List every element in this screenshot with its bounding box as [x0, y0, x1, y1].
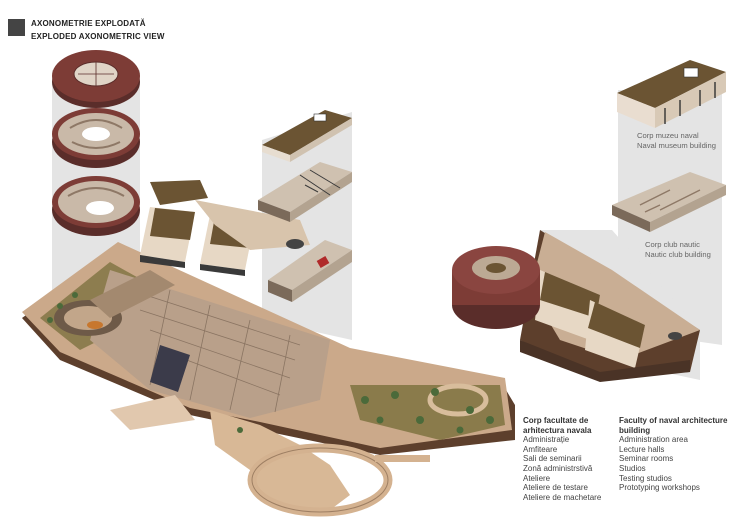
site-grass [350, 385, 505, 440]
faculty-en-item: Administration area [619, 435, 688, 445]
faculty-english-legend: Faculty of naval architecture building A… [619, 416, 727, 493]
park-ring [427, 383, 489, 417]
faculty-ro-title-1: Corp facultate de [523, 416, 589, 425]
club-caption-ro: Corp club nautic [645, 240, 700, 249]
faculty-romanian-legend: Corp facultate de arhitectura navala Adm… [523, 416, 601, 502]
faculty-ro-item: Ateliere de testare [523, 483, 588, 493]
title-romanian: AXONOMETRIE EXPLODATĂ [31, 19, 146, 28]
faculty-ro-item: Sali de seminarii [523, 454, 582, 464]
faculty-en-item: Testing studios [619, 473, 672, 483]
title-english: EXPLODED AXONOMETRIC VIEW [31, 32, 165, 41]
naval-museum-building [617, 60, 726, 128]
faculty-en-title-2: building [619, 425, 651, 435]
legend-swatch [8, 19, 25, 36]
faculty-ro-item: Ateliere de machetare [523, 492, 602, 502]
faculty-en-item: Lecture halls [619, 444, 665, 454]
faculty-ro-item: Zonă administrstivă [523, 463, 593, 473]
club-caption: Corp club nautic Nautic club building [645, 240, 711, 260]
museum-caption: Corp muzeu naval Naval museum building [637, 131, 716, 151]
faculty-en-item: Prototyping workshops [619, 483, 700, 493]
nautic-club-building [612, 172, 726, 232]
central-building-levels [258, 110, 352, 302]
museum-caption-ro: Corp muzeu naval [637, 131, 699, 140]
circular-tower-levels [52, 50, 140, 236]
faculty-ro-title-2: arhitectura navala [523, 425, 592, 435]
plaza-path [210, 410, 350, 512]
central-hall [150, 345, 190, 392]
faculty-ro-item: Administrație [523, 435, 570, 445]
trees [47, 292, 494, 434]
faculty-en-item: Seminar rooms [619, 454, 674, 464]
faculty-floorplan [90, 270, 330, 418]
faculty-en-title-1: Faculty of naval architecture [619, 416, 728, 425]
museum-caption-en: Naval museum building [637, 141, 716, 150]
faculty-ro-item: Amfiteare [523, 444, 558, 454]
faculty-en-item: Studios [619, 463, 646, 473]
club-caption-en: Nautic club building [645, 250, 711, 259]
faculty-ro-item: Ateliere [523, 473, 551, 483]
faculty-site-plan [22, 180, 515, 517]
assembled-complex [452, 230, 700, 382]
